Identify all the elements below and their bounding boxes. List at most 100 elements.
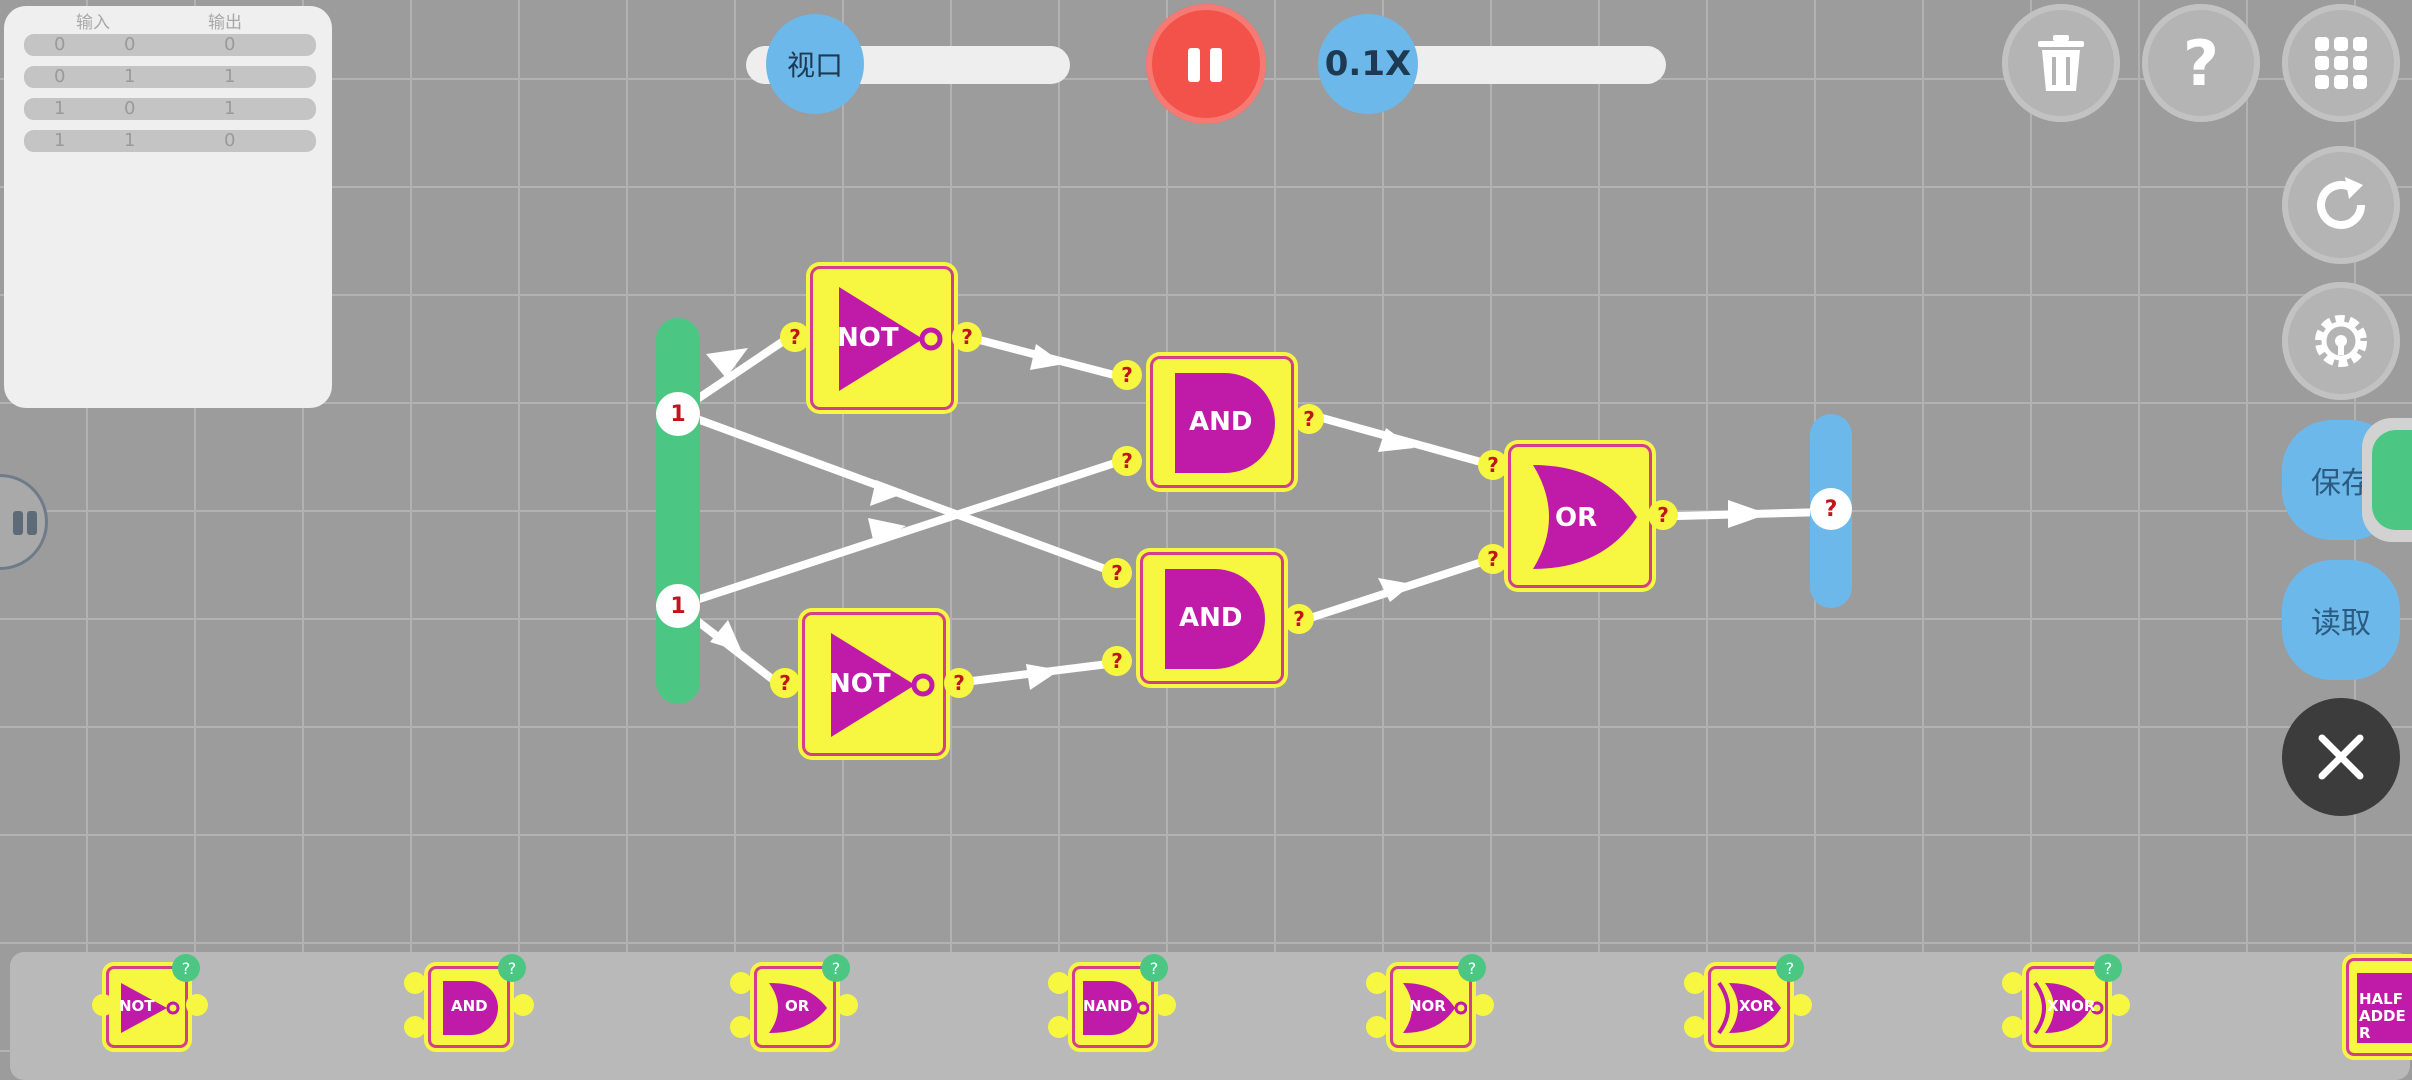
truth-table-panel: 输入 输出 0 0 0 0 1 1 1 0 1 1 1 0 [4, 6, 332, 408]
input-node-a[interactable]: 1 [656, 392, 700, 436]
wire-arrow [1026, 664, 1060, 690]
nand-gate-symbol [1083, 981, 1149, 1035]
palette-port [2108, 994, 2130, 1016]
palette-nand-gate[interactable]: NAND [1072, 966, 1154, 1048]
not-gate-label: NOT [829, 669, 891, 699]
or-input-port-b[interactable]: ? [1478, 544, 1508, 574]
settings-button[interactable] [2282, 282, 2400, 400]
palette-and-gate[interactable]: AND [428, 966, 510, 1048]
palette-port [1048, 972, 1070, 994]
truth-table-row: 1 0 1 [24, 98, 316, 120]
load-button[interactable]: 读取 [2282, 560, 2400, 680]
and-gate-2[interactable]: AND [1140, 552, 1284, 684]
truth-table-row: 1 1 0 [24, 130, 316, 152]
not2-input-port[interactable]: ? [770, 668, 800, 698]
wire-arrow [706, 348, 748, 378]
palette-help-badge[interactable]: ? [822, 954, 850, 982]
palette-port [404, 1016, 426, 1038]
not2-output-port[interactable]: ? [944, 668, 974, 698]
palette-port [1366, 1016, 1388, 1038]
and2-output-port[interactable]: ? [1284, 604, 1314, 634]
wire-arrow [1728, 500, 1768, 528]
side-panel-tab[interactable] [2362, 418, 2412, 542]
or-gate-label: OR [1555, 503, 1598, 533]
not-gate-symbol [121, 983, 180, 1033]
wire-b-to-and1 [674, 458, 1122, 610]
palette-half-adder[interactable]: HALF ADDER [2346, 958, 2412, 1056]
palette-port [1790, 994, 1812, 1016]
truth-table-row: 0 0 0 [24, 34, 316, 56]
not-gate-1[interactable]: NOT [810, 266, 954, 410]
and2-input-port-b[interactable]: ? [1102, 646, 1132, 676]
output-node[interactable]: ? [1810, 488, 1852, 530]
palette-port [1048, 1016, 1070, 1038]
speed-slider-knob[interactable]: 0.1X [1318, 14, 1418, 114]
reset-button[interactable] [2282, 146, 2400, 264]
not1-output-port[interactable]: ? [952, 322, 982, 352]
palette-port [1366, 972, 1388, 994]
palette-port [1684, 1016, 1706, 1038]
palette-port [1154, 994, 1176, 1016]
and1-input-port-a[interactable]: ? [1112, 360, 1142, 390]
pause-button[interactable] [1146, 4, 1266, 124]
close-button[interactable] [2282, 698, 2400, 816]
palette-port [730, 1016, 752, 1038]
or-input-port-a[interactable]: ? [1478, 450, 1508, 480]
speed-label: 0.1X [1324, 44, 1412, 84]
not-gate-symbol [831, 633, 935, 737]
input-node-b[interactable]: 1 [656, 584, 700, 628]
palette-help-badge[interactable]: ? [172, 954, 200, 982]
palette-port [512, 994, 534, 1016]
viewport-slider-knob[interactable]: 视口 [766, 14, 864, 114]
palette-help-badge[interactable]: ? [1776, 954, 1804, 982]
palette-xnor-gate[interactable]: XNOR [2026, 966, 2108, 1048]
palette-or-gate[interactable]: OR [754, 966, 836, 1048]
palette-xor-gate[interactable]: XOR [1708, 966, 1790, 1048]
delete-button[interactable] [2002, 4, 2120, 122]
not1-input-port[interactable]: ? [780, 322, 810, 352]
load-label: 读取 [2311, 606, 2371, 641]
palette-port [2002, 1016, 2024, 1038]
wire-and1-to-or [1318, 414, 1492, 468]
palette-port [92, 994, 114, 1016]
or-output-port[interactable]: ? [1648, 500, 1678, 530]
palette-label: NOR [1409, 997, 1446, 1015]
palette-port [1472, 994, 1494, 1016]
wire-arrow [1378, 578, 1412, 602]
input-bar[interactable] [656, 318, 700, 704]
palette-port [1684, 972, 1706, 994]
palette-label: XNOR [2047, 997, 2096, 1015]
and-gate-symbol [1165, 569, 1265, 669]
and2-input-port-a[interactable]: ? [1102, 558, 1132, 588]
and-gate-symbol [1175, 373, 1275, 473]
help-button[interactable]: ? [2142, 4, 2260, 122]
or-gate-symbol [1533, 465, 1637, 569]
palette-port [186, 994, 208, 1016]
or-gate[interactable]: OR [1508, 444, 1652, 588]
palette-help-badge[interactable]: ? [1458, 954, 1486, 982]
palette-label: NOT [119, 997, 155, 1015]
refresh-icon [2317, 177, 2365, 229]
palette-label: NAND [1083, 997, 1133, 1015]
palette-port [730, 972, 752, 994]
palette-label: XOR [1739, 997, 1775, 1015]
palette-help-badge[interactable]: ? [2094, 954, 2122, 982]
question-icon: ? [2183, 26, 2219, 100]
and1-input-port-b[interactable]: ? [1112, 446, 1142, 476]
palette-help-badge[interactable]: ? [1140, 954, 1168, 982]
not-gate-symbol [839, 287, 943, 391]
trash-icon [2038, 35, 2084, 91]
palette-help-badge[interactable]: ? [498, 954, 526, 982]
wire-arrow [1030, 344, 1064, 370]
menu-grid-button[interactable] [2282, 4, 2400, 122]
and-gate-1[interactable]: AND [1150, 356, 1294, 488]
wire-arrow [710, 620, 742, 652]
and1-output-port[interactable]: ? [1294, 404, 1324, 434]
wire-arrow [868, 518, 906, 544]
palette-nor-gate[interactable]: NOR [1390, 966, 1472, 1048]
not-gate-2[interactable]: NOT [802, 612, 946, 756]
grid-icon [2315, 37, 2367, 89]
palette-label: AND [451, 997, 488, 1015]
and-gate-label: AND [1179, 603, 1243, 633]
wire-arrow [870, 480, 908, 506]
